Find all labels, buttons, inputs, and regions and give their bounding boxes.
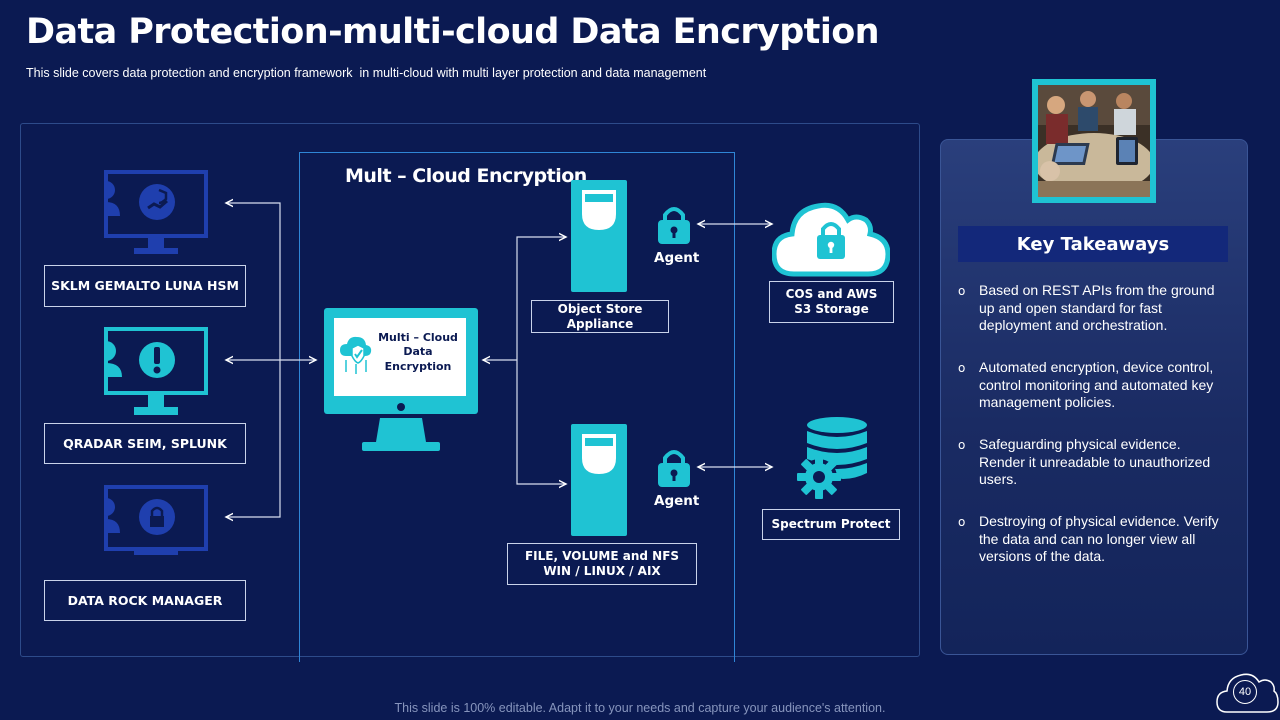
- bullet-icon: o: [958, 284, 966, 298]
- central-monitor-screen: Multi – Cloud Data Encryption: [334, 318, 466, 396]
- target-label-spectrum: Spectrum Protect: [762, 509, 900, 540]
- agent-lock-icon: [658, 450, 690, 487]
- connector-appliances: [516, 237, 566, 484]
- central-monitor-label: Multi – Cloud Data Encryption: [378, 331, 458, 373]
- appliance-label-file-volume: FILE, VOLUME and NFS WIN / LINUX / AIX: [507, 543, 697, 585]
- hand-shield-monitor-icon: [104, 170, 208, 254]
- slide-title: Data Protection-multi-cloud Data Encrypt…: [26, 12, 880, 52]
- takeaway-text: Safeguarding physical evidence. Render i…: [979, 436, 1211, 487]
- takeaway-item: o Automated encryption, device control, …: [958, 359, 1228, 412]
- server-tower-icon: [571, 180, 627, 292]
- multi-cloud-encryption-title: Mult – Cloud Encryption: [345, 165, 587, 187]
- agent-label: Agent: [654, 250, 700, 266]
- multi-cloud-encryption-box: [299, 152, 735, 662]
- takeaways-panel: [940, 139, 1248, 655]
- agent-label: Agent: [654, 493, 700, 509]
- source-label-qradar: QRADAR SEIM, SPLUNK: [44, 423, 246, 464]
- source-label-data-rock: DATA ROCK MANAGER: [44, 580, 246, 621]
- page-number: 40: [1233, 680, 1257, 704]
- bullet-icon: o: [958, 515, 966, 529]
- takeaway-item: o Destroying of physical evidence. Verif…: [958, 513, 1228, 566]
- footer-note: This slide is 100% editable. Adapt it to…: [394, 701, 886, 715]
- alert-monitor-icon: [104, 327, 208, 415]
- slide-subtitle: This slide covers data protection and en…: [26, 66, 707, 80]
- appliance-label-object-store: Object Store Appliance: [531, 300, 669, 333]
- bullet-icon: o: [958, 438, 966, 452]
- source-label-sklm: SKLM GEMALTO LUNA HSM: [44, 265, 246, 307]
- takeaway-item: o Safeguarding physical evidence. Render…: [958, 436, 1228, 489]
- takeaway-text: Destroying of physical evidence. Verify …: [979, 513, 1219, 564]
- cloud-outline-icon: [1216, 673, 1279, 713]
- cloud-lock-icon: [772, 202, 890, 277]
- takeaway-item: o Based on REST APIs from the ground up …: [958, 282, 1228, 335]
- target-label-cos-aws: COS and AWS S3 Storage: [769, 281, 894, 323]
- takeaways-header: Key Takeaways: [958, 226, 1228, 262]
- bullet-icon: o: [958, 361, 966, 375]
- team-photo: [1032, 79, 1156, 203]
- agent-lock-icon: [658, 207, 690, 244]
- meeting-photo-illustration: [1034, 85, 1154, 197]
- database-gear-icon: [797, 417, 867, 499]
- takeaway-text: Automated encryption, device control, co…: [979, 359, 1214, 410]
- server-tower-icon: [571, 424, 627, 536]
- takeaway-text: Based on REST APIs from the ground up an…: [979, 282, 1215, 333]
- diagram-panel: [20, 123, 920, 657]
- lock-monitor-icon: [104, 485, 208, 555]
- cloud-shield-icon: [340, 336, 372, 374]
